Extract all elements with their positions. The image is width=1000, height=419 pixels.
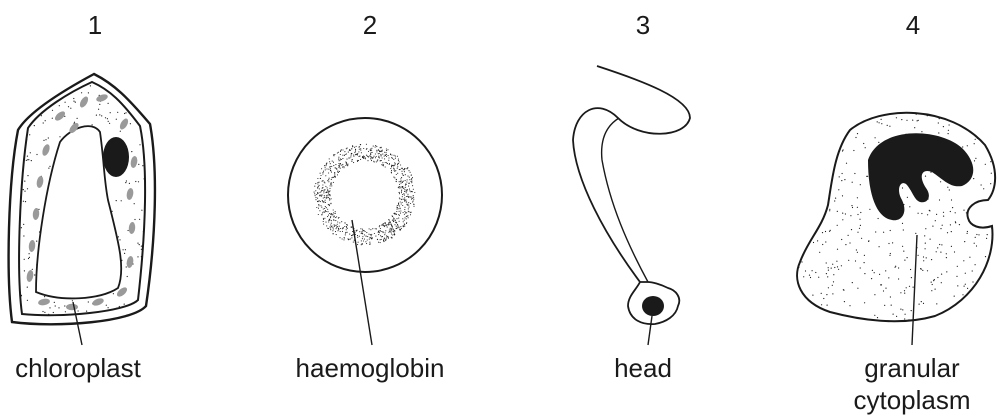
plant-cell xyxy=(9,74,155,345)
red-blood-cell-outline xyxy=(288,118,442,272)
sperm-cell xyxy=(573,66,690,345)
cell-number-4: 4 xyxy=(906,10,920,40)
white-blood-cell xyxy=(793,104,999,346)
label-chloroplast: chloroplast xyxy=(15,353,142,383)
cell-number-2: 2 xyxy=(363,10,377,40)
cell-number-3: 3 xyxy=(636,10,650,40)
sperm-nucleus xyxy=(642,296,664,316)
label-granular: granular xyxy=(864,353,960,383)
label-cytoplasm: cytoplasm xyxy=(853,385,970,415)
label-head: head xyxy=(614,353,672,383)
red-blood-cell xyxy=(288,118,442,345)
sperm-tail-inner xyxy=(602,118,648,282)
nucleus xyxy=(103,137,129,177)
cell-number-1: 1 xyxy=(88,10,102,40)
label-haemoglobin: haemoglobin xyxy=(296,353,445,383)
